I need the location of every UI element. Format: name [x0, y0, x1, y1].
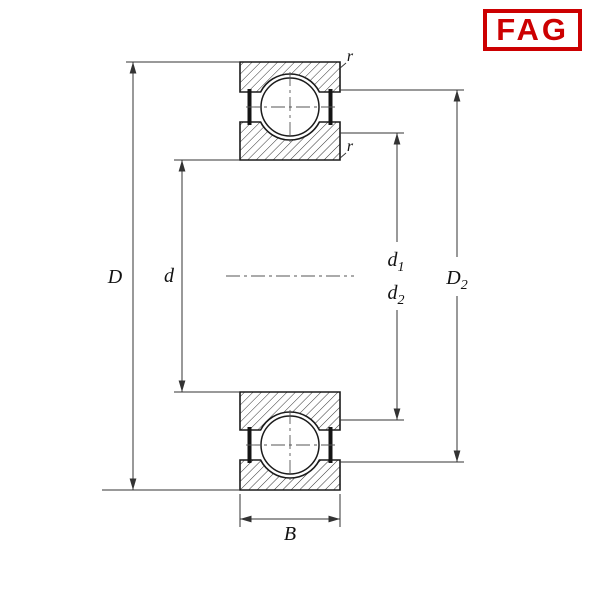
arrowhead-down — [393, 408, 401, 420]
dimension-label-d2: d2 — [388, 282, 405, 308]
dimension-label-d: d — [164, 265, 175, 287]
label-sub: 2 — [461, 278, 468, 293]
arrowhead-up — [453, 90, 461, 102]
centerlines — [226, 72, 354, 480]
arrowhead-up — [178, 160, 186, 172]
arrowhead-down — [453, 450, 461, 462]
dimension-label-D: D — [107, 266, 123, 288]
dimension-d1-d2: d1 d2 — [340, 132, 405, 421]
dimension-label-B: B — [284, 523, 296, 545]
fag-logo-text: FAG — [496, 12, 569, 47]
label-sub: 1 — [398, 260, 405, 275]
label-base: D — [445, 267, 461, 289]
dimension-label-D2: D2 — [445, 267, 467, 293]
arrowhead-left — [240, 515, 252, 523]
dimension-D: D — [102, 61, 240, 491]
radius-label-inner: r — [347, 138, 354, 155]
leader-line — [338, 62, 347, 70]
dimension-label-d1: d1 — [388, 249, 405, 275]
leader-line — [338, 152, 347, 160]
radius-annotation-outer: r — [338, 48, 354, 70]
dimension-B: B — [239, 494, 341, 545]
radius-label-outer: r — [347, 48, 354, 65]
arrowhead-down — [178, 380, 186, 392]
outer-ring-top-section — [239, 61, 341, 93]
label-base: d — [388, 282, 399, 304]
outer-ring-bottom-section — [239, 459, 341, 491]
arrowhead-down — [129, 478, 137, 490]
arrowhead-up — [393, 133, 401, 145]
label-sub: 2 — [398, 293, 405, 308]
dimension-d: d — [164, 159, 240, 393]
radius-annotation-inner: r — [338, 138, 354, 160]
arrowhead-up — [129, 62, 137, 74]
arrowhead-right — [328, 515, 340, 523]
dimension-D2: D2 — [340, 89, 468, 463]
label-base: d — [388, 249, 399, 271]
fag-logo: FAG — [483, 9, 582, 51]
